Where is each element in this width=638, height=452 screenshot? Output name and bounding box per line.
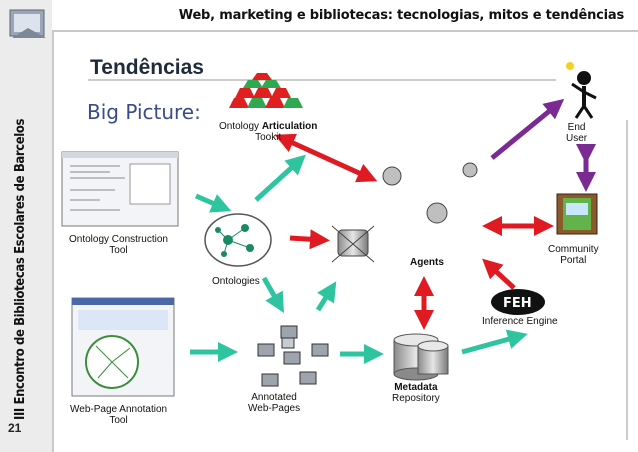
page-number: 21 — [8, 421, 22, 435]
svg-text:FEH: FEH — [503, 296, 532, 311]
metadata-repository-icon — [393, 333, 449, 381]
agents-label: Agents — [410, 257, 444, 268]
inference-engine-icon: FEH — [491, 289, 545, 315]
slide-title: Tendências — [90, 56, 204, 79]
agent-robot-icon — [331, 162, 478, 263]
articulation-toolkit-icon — [229, 73, 303, 108]
ontology-construction-screenshot — [61, 151, 179, 227]
annotated-pages-icon — [257, 325, 329, 387]
big-picture-subtitle: Big Picture: — [87, 100, 201, 124]
ontology-articulation-label: Ontology Articulation Tookit — [219, 121, 318, 143]
header-title: Web, marketing e bibliotecas: tecnologia… — [178, 8, 624, 23]
side-bar-divider — [52, 0, 54, 452]
webpage-annotation-screenshot — [71, 297, 175, 397]
end-user-icon — [566, 62, 597, 119]
conference-logo-icon — [8, 6, 48, 46]
side-bar — [0, 0, 52, 452]
header-divider — [52, 30, 638, 32]
inference-engine-label: Inference Engine — [482, 316, 558, 327]
ontologies-icon — [204, 213, 272, 267]
community-portal-icon — [556, 193, 598, 235]
ontologies-label: Ontologies — [212, 276, 260, 287]
header-bar — [52, 0, 638, 32]
red-arrows — [274, 133, 554, 330]
purple-arrows — [490, 98, 596, 192]
